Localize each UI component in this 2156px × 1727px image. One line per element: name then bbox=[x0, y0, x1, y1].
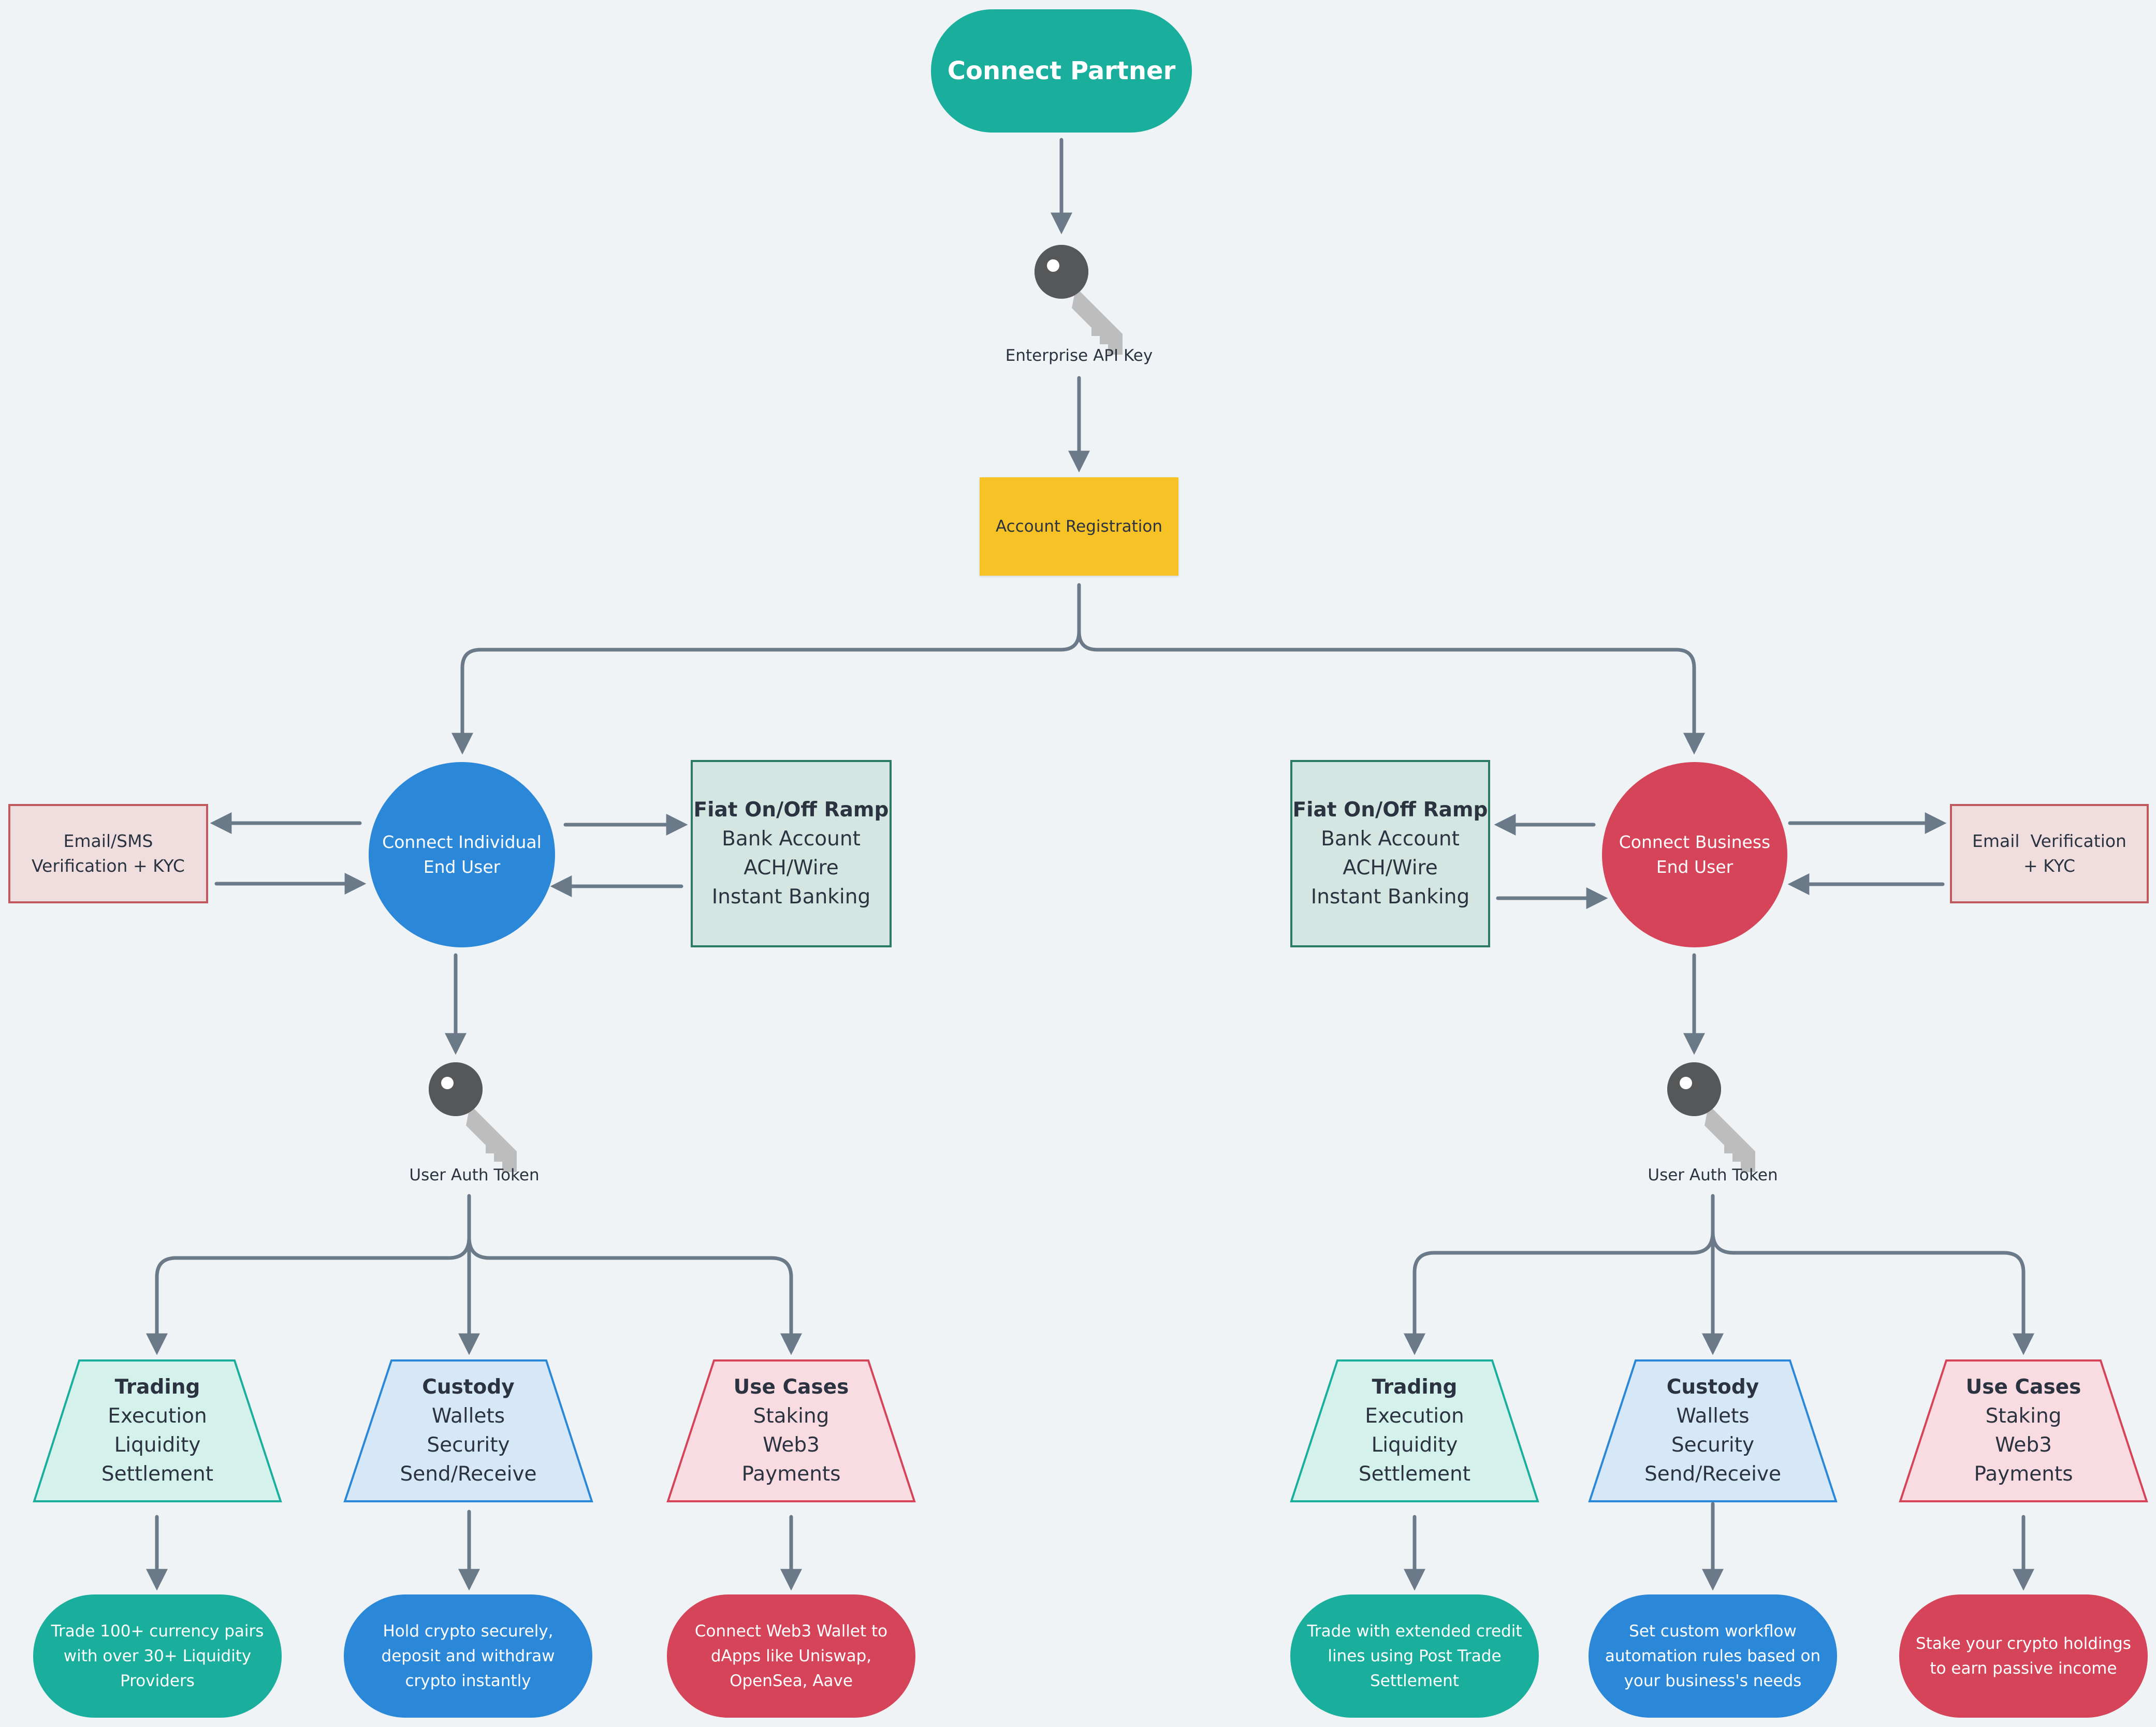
business-usecases-desc: Stake your crypto holdings to earn passi… bbox=[1899, 1594, 2148, 1718]
trading-shape-individual bbox=[33, 1359, 282, 1502]
business-custody-desc: Set custom workflow automation rules bas… bbox=[1589, 1594, 1837, 1718]
connect-business-node: Connect Business End User bbox=[1602, 762, 1787, 947]
connector-token-split-b bbox=[1404, 1194, 1715, 1355]
connector-registration-split-right bbox=[1077, 630, 1705, 755]
individual-usecases-node: Use Cases Staking Web3 Payments bbox=[733, 1375, 849, 1486]
individual-custody-desc: Hold crypto securely, deposit and withdr… bbox=[344, 1594, 592, 1718]
individual-verification-box: Email/SMS Verification + KYC bbox=[8, 804, 208, 903]
business-key-icon bbox=[1667, 1062, 1755, 1172]
connector-token-split-right-b bbox=[1711, 1230, 2034, 1355]
business-custody-node: Custody Wallets Security Send/Receive bbox=[1644, 1375, 1782, 1486]
connect-partner-title: Connect Partner bbox=[947, 56, 1176, 85]
trading-shape-business bbox=[1290, 1359, 1539, 1502]
business-fiat-box: Fiat On/Off Ramp Bank Account ACH/Wire I… bbox=[1290, 760, 1490, 947]
usecases-shape-business bbox=[1899, 1359, 2148, 1502]
individual-usecases-desc: Connect Web3 Wallet to dApps like Uniswa… bbox=[667, 1594, 915, 1718]
connector-token-split bbox=[146, 1194, 471, 1355]
connector-token-split-right bbox=[467, 1235, 802, 1355]
account-registration-box: Account Registration bbox=[980, 477, 1178, 576]
business-usecases-node: Use Cases Staking Web3 Payments bbox=[1965, 1375, 2081, 1486]
custody-shape-individual bbox=[343, 1359, 593, 1502]
individual-key-icon bbox=[429, 1062, 517, 1172]
enterprise-api-key-label: Enterprise API Key bbox=[1005, 346, 1153, 365]
usecases-shape-individual bbox=[666, 1359, 916, 1502]
connector-registration-split bbox=[451, 583, 1081, 755]
business-trading-node: Trading Execution Liquidity Settlement bbox=[1358, 1375, 1471, 1486]
business-verification-box: Email Verification + KYC bbox=[1950, 804, 2149, 903]
connect-partner-node: Connect Partner bbox=[931, 9, 1192, 133]
individual-trading-desc: Trade 100+ currency pairs with over 30+ … bbox=[33, 1594, 282, 1718]
custody-shape-business bbox=[1588, 1359, 1838, 1502]
individual-custody-node: Custody Wallets Security Send/Receive bbox=[400, 1375, 537, 1486]
business-token-label: User Auth Token bbox=[1648, 1166, 1778, 1184]
individual-trading-node: Trading Execution Liquidity Settlement bbox=[101, 1375, 214, 1486]
connect-individual-node: Connect Individual End User bbox=[369, 762, 555, 947]
individual-token-label: User Auth Token bbox=[409, 1166, 540, 1184]
enterprise-key-icon bbox=[1035, 245, 1123, 355]
individual-fiat-box: Fiat On/Off Ramp Bank Account ACH/Wire I… bbox=[691, 760, 892, 947]
business-trading-desc: Trade with extended credit lines using P… bbox=[1290, 1594, 1539, 1718]
